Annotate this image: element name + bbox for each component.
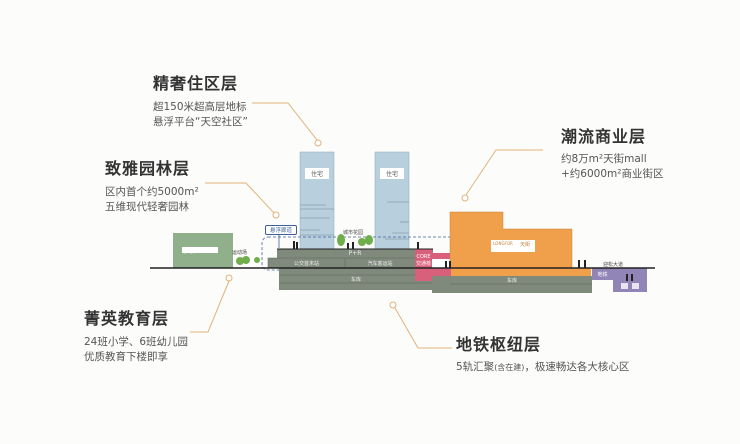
metro-connector-dot <box>389 301 397 309</box>
garden-connector-dot <box>272 211 280 219</box>
education-desc-1: 24班小学、6班幼儿园 <box>84 336 189 348</box>
residential-desc-1: 超150米超高层地标 <box>153 101 247 113</box>
commercial-connector-dot <box>461 194 469 202</box>
avenue-label: 迎松大道 <box>603 262 624 268</box>
coach-station-label: 汽车客运站 <box>367 261 393 267</box>
pr-label: P+R <box>348 250 362 257</box>
metro-connector <box>394 307 452 349</box>
core-label-2: 交通核 <box>415 261 431 267</box>
garden-desc-1: 区内首个约5000m² <box>105 186 199 198</box>
bridge-label: 悬浮廊道 <box>265 225 297 235</box>
mall-logo-2: 天街 <box>519 242 530 248</box>
metro-desc: 5轨汇聚(含在建)，极速畅达各大核心区 <box>456 360 629 375</box>
core-block <box>415 249 432 281</box>
metro-title: 地铁枢纽层 <box>456 335 542 354</box>
metro-layer: 地铁枢纽层 5轨汇聚(含在建)，极速畅达各大核心区 <box>456 331 629 375</box>
education-connector-dot <box>225 274 233 282</box>
mall-garage <box>432 276 592 293</box>
metro-label: 地铁 <box>597 272 608 278</box>
core-label-1: CORE <box>416 254 431 260</box>
metro-desc-rest: ，极速畅达各大核心区 <box>524 361 630 373</box>
tower-2 <box>374 151 410 250</box>
mall-logo-1: LONGFOR <box>493 241 513 246</box>
education-connector <box>190 280 230 333</box>
pr-level <box>277 249 433 258</box>
residential-layer: 精奢住区层 超150米超高层地标 悬浮平台“天空社区” <box>153 70 248 130</box>
garden-desc-2: 五维现代轻奢园林 <box>105 201 189 213</box>
metro-desc-main: 5轨汇聚 <box>456 361 495 373</box>
commercial-layer: 潮流商业层 约8万m²天街mall +约6000m²商业街区 <box>561 123 663 182</box>
tower-1 <box>299 151 335 250</box>
city-garden-label: 城市花园 <box>343 230 364 236</box>
tower-1-label: 住宅 <box>310 171 323 178</box>
education-title: 菁英教育层 <box>84 309 170 328</box>
tower-2-label: 住宅 <box>385 171 398 178</box>
school-label: 学校 <box>183 248 196 255</box>
garage-2-label: 车库 <box>506 278 517 284</box>
garden-connector <box>205 182 275 214</box>
commercial-title: 潮流商业层 <box>561 127 647 146</box>
education-layer: 菁英教育层 24班小学、6班幼儿园 优质教育下楼即享 <box>84 305 188 365</box>
residential-connector-dot <box>314 139 322 147</box>
garden-title: 致雅园林层 <box>105 159 191 178</box>
metro-block <box>592 268 613 280</box>
metro-desc-note: (含在建) <box>494 363 525 372</box>
commercial-desc-1: 约8万m²天街mall <box>561 153 647 165</box>
commercial-desc-2: +约6000m²商业街区 <box>561 168 664 180</box>
residential-title: 精奢住区层 <box>153 74 239 93</box>
trees <box>236 234 373 265</box>
people <box>293 241 633 281</box>
sports-label: 运动场 <box>232 250 248 256</box>
residential-connector <box>252 102 318 141</box>
garage-1-label: 车库 <box>350 277 361 283</box>
residential-desc-2: 悬浮平台“天空社区” <box>153 116 248 128</box>
commercial-connector <box>465 149 543 196</box>
garage-level <box>279 268 433 290</box>
garden-layer: 致雅园林层 区内首个约5000m² 五维现代轻奢园林 <box>105 155 199 215</box>
bus-station-label: 公交首末站 <box>293 261 319 267</box>
education-desc-2: 优质教育下楼即享 <box>84 351 168 363</box>
